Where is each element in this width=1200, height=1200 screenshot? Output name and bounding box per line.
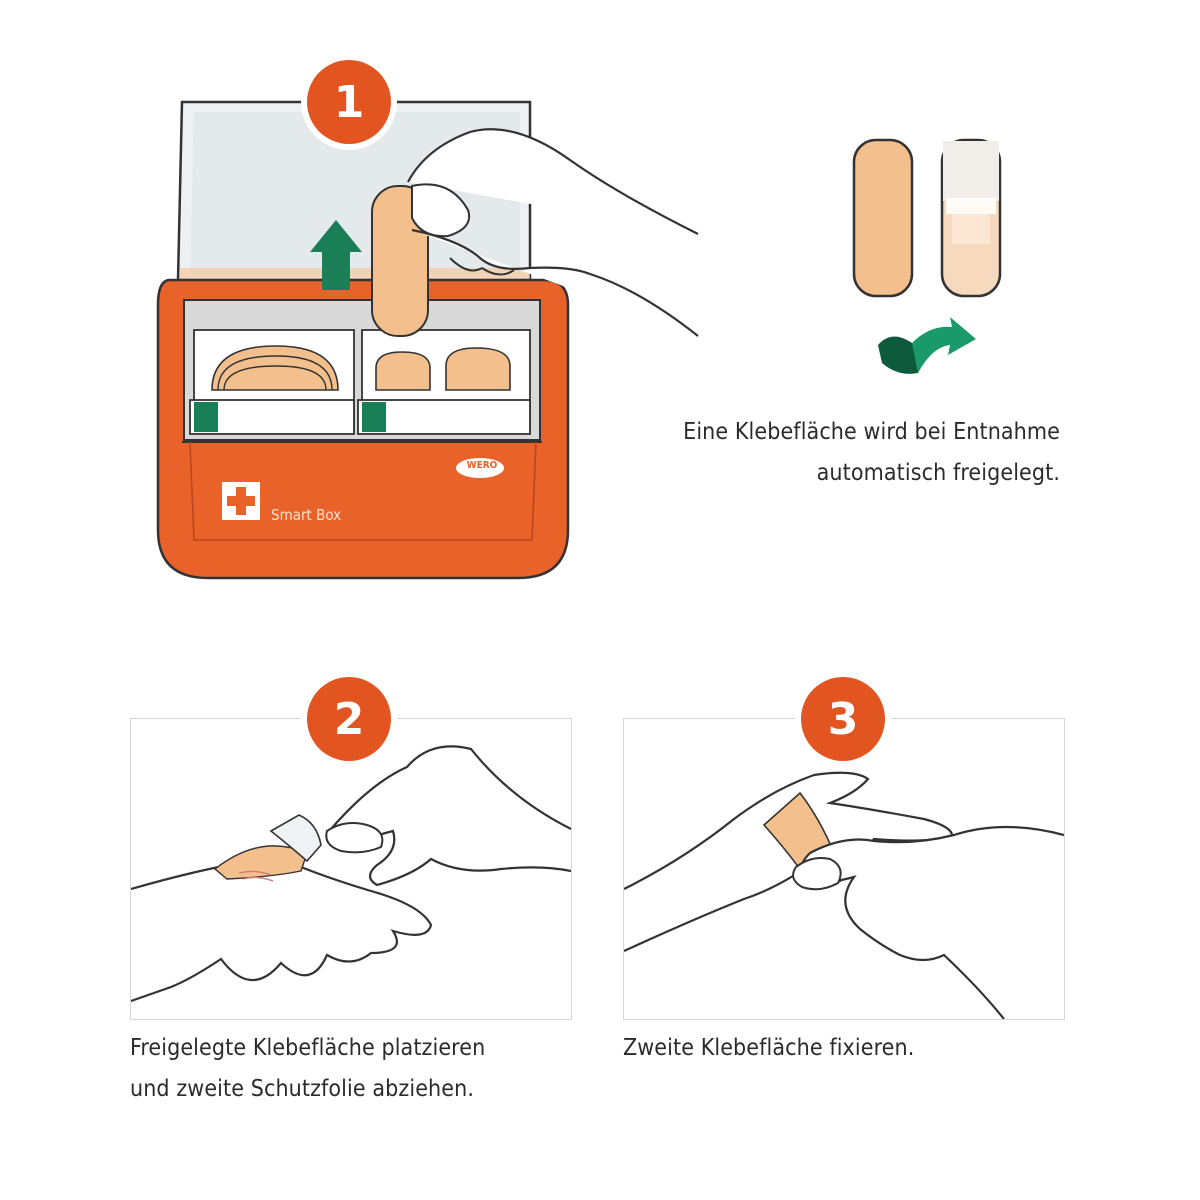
step-3-caption-line-1: Zweite Klebefläche fixieren. <box>623 1035 915 1061</box>
hands-placing-plaster-illustration <box>131 745 571 1003</box>
step-2-panel <box>130 718 572 1020</box>
step-1-caption-line-1: Eine Klebefläche wird bei Entnahme <box>683 419 1060 445</box>
step-1-caption: Eine Klebefläche wird bei Entnahme autom… <box>640 412 1060 494</box>
step-3-panel <box>623 718 1065 1020</box>
up-arrow-icon <box>310 220 362 290</box>
step-2-caption: Freigelegte Klebefläche platzieren und z… <box>130 1028 590 1110</box>
step-2-caption-line-1: Freigelegte Klebefläche platzieren <box>130 1035 486 1061</box>
step-1-number-badge: 1 <box>307 60 391 144</box>
brand-logo: WERO <box>466 460 498 471</box>
open-box-illustration <box>156 100 699 580</box>
hands-fixing-plaster-illustration <box>624 771 1064 1019</box>
plaster-front-icon <box>852 138 914 298</box>
smart-box-label: Smart Box <box>271 506 342 524</box>
step-3-caption: Zweite Klebefläche fixieren. <box>623 1028 1083 1069</box>
peel-arrow-icon <box>878 317 976 374</box>
step-3-number-badge: 3 <box>801 677 885 761</box>
step-2-number-badge: 2 <box>307 677 391 761</box>
plaster-back-icon <box>940 138 1002 298</box>
step-1-caption-line-2: automatisch freigelegt. <box>816 460 1060 486</box>
step-2-caption-line-2: und zweite Schutzfolie abziehen. <box>130 1076 474 1102</box>
